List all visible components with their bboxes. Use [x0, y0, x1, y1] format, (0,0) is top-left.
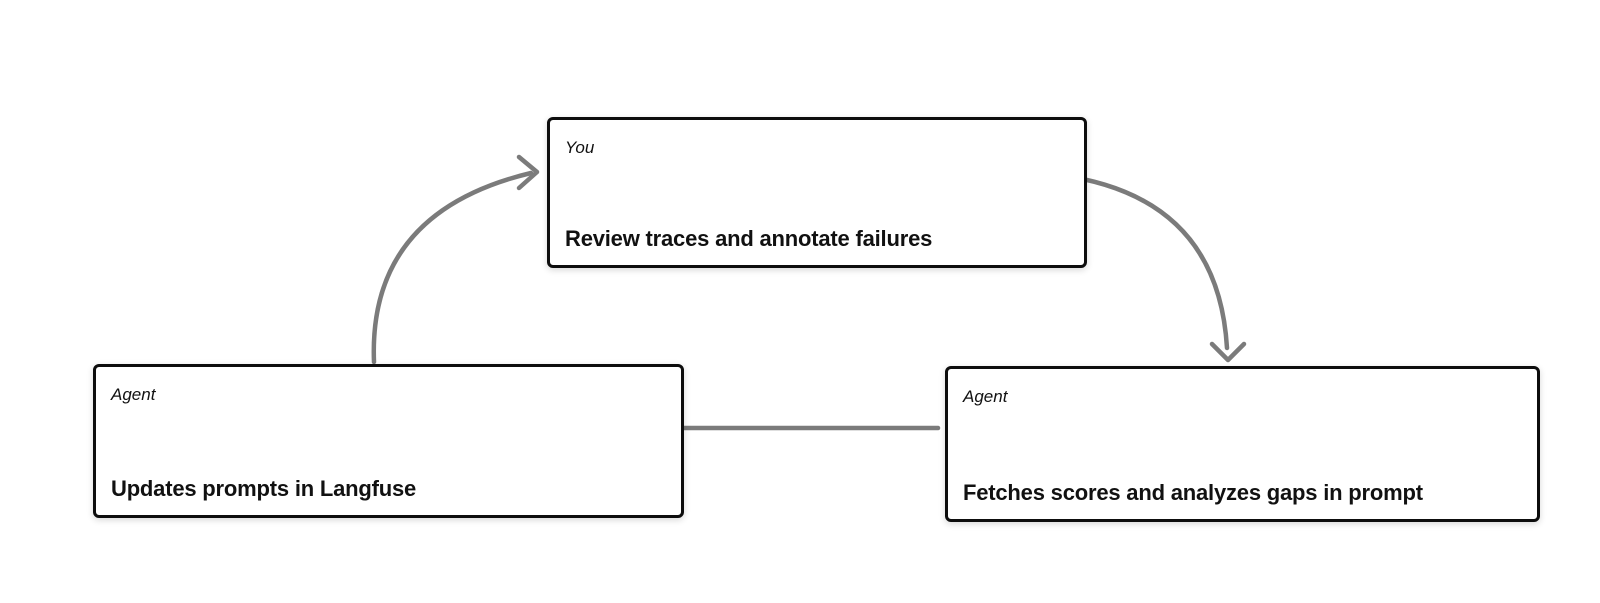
arrow-top-to-right-head-icon	[1209, 341, 1247, 363]
node-title: Review traces and annotate failures	[565, 225, 933, 251]
node-agent-updates-prompts: Agent Updates prompts in Langfuse	[93, 364, 684, 518]
arrow-right-to-left	[655, 409, 941, 447]
arrow-left-to-top-head-icon	[516, 154, 540, 191]
arrow-top-to-right-curve	[1056, 172, 1230, 351]
node-title: Updates prompts in Langfuse	[111, 475, 417, 501]
node-role-label: Agent	[111, 385, 156, 404]
arrow-left-to-top	[371, 154, 540, 365]
arrow-left-to-top-curve	[371, 170, 534, 365]
node-role-label: You	[565, 138, 595, 157]
node-you-review: You Review traces and annotate failures	[547, 117, 1087, 268]
arrow-top-to-right	[1056, 172, 1247, 363]
node-agent-fetches-scores: Agent Fetches scores and analyzes gaps i…	[945, 366, 1540, 522]
node-title: Fetches scores and analyzes gaps in prom…	[963, 479, 1423, 505]
node-role-label: Agent	[963, 387, 1008, 406]
